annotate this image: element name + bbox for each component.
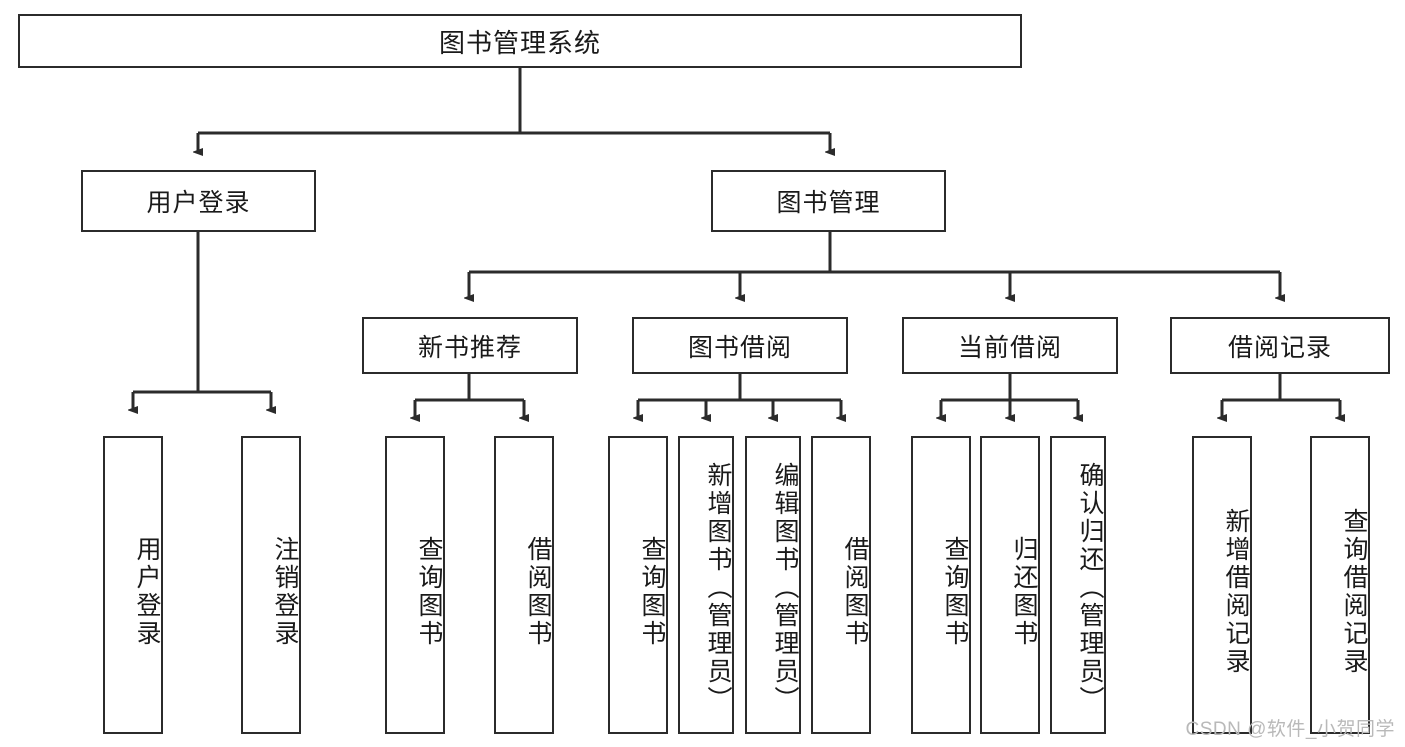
leaf-current-query-book[interactable]: 查询图书 [911, 436, 971, 734]
leaf-record-query-record[interactable]: 查询借阅记录 [1310, 436, 1370, 734]
csdn-watermark: CSDN @软件_小贺同学 [1185, 719, 1395, 740]
node-root-system[interactable]: 图书管理系统 [18, 14, 1022, 68]
leaf-recommend-borrow-book[interactable]: 借阅图书 [494, 436, 554, 734]
node-current-borrow[interactable]: 当前借阅 [902, 317, 1118, 374]
node-borrow-record[interactable]: 借阅记录 [1170, 317, 1390, 374]
node-book-management[interactable]: 图书管理 [711, 170, 946, 232]
node-new-book-recommend[interactable]: 新书推荐 [362, 317, 578, 374]
leaf-current-return-book[interactable]: 归还图书 [980, 436, 1040, 734]
node-book-borrow[interactable]: 图书借阅 [632, 317, 848, 374]
leaf-current-confirm-return-admin[interactable]: 确认归还（管理员） [1050, 436, 1106, 734]
leaf-user-login[interactable]: 用户登录 [103, 436, 163, 734]
leaf-borrow-edit-book-admin[interactable]: 编辑图书（管理员） [745, 436, 801, 734]
leaf-borrow-borrow-book[interactable]: 借阅图书 [811, 436, 871, 734]
leaf-recommend-query-book[interactable]: 查询图书 [385, 436, 445, 734]
node-user-login[interactable]: 用户登录 [81, 170, 316, 232]
leaf-borrow-add-book-admin[interactable]: 新增图书（管理员） [678, 436, 734, 734]
leaf-record-add-record[interactable]: 新增借阅记录 [1192, 436, 1252, 734]
leaf-user-logout[interactable]: 注销登录 [241, 436, 301, 734]
leaf-borrow-query-book[interactable]: 查询图书 [608, 436, 668, 734]
